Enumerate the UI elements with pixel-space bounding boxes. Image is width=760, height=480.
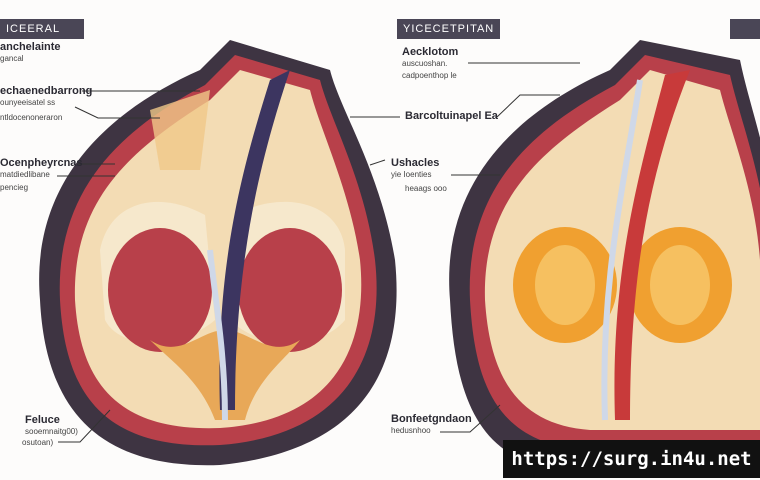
label-title: anchelainte [0, 41, 61, 53]
label-title: Ocenpheyrcnas [0, 157, 83, 169]
label-title: Barcoltuinapel Ea [405, 110, 498, 122]
right-label-5: heaags ooo [405, 183, 447, 194]
left-panel-tag: ICEERAL [0, 19, 84, 39]
label-sub: hedusnhoo [391, 426, 431, 435]
right-organ-diagram [449, 40, 760, 470]
label-sub: ntldocenoneraron [0, 113, 63, 122]
label-sub: ounyeeisatel ss [0, 98, 56, 107]
corner-tag [730, 19, 760, 39]
label-sub: sooemnaitg00) [25, 427, 78, 436]
label-sub: pencieg [0, 183, 29, 192]
label-sub: heaags ooo [405, 184, 447, 193]
right-label-2: cadpoenthop le [402, 70, 457, 81]
label-title: Aecklotom [402, 46, 459, 58]
label-title: Bonfeetgndaon [391, 413, 472, 425]
label-title: echaenedbarrong [0, 85, 93, 97]
label-sub: osutoan) [22, 438, 54, 447]
left-label-3: ntldocenoneraron [0, 112, 62, 123]
left-label-5: pencieg [0, 182, 28, 193]
label-title: Feluce [25, 414, 60, 426]
watermark: https://surg.in4u.net [503, 440, 760, 478]
label-sub: yie Ioenties [391, 170, 432, 179]
label-sub: auscuoshan. [402, 59, 448, 68]
right-label-3: Barcoltuinapel Ea [405, 111, 498, 122]
label-sub: matdiedlibane [0, 170, 50, 179]
label-title: Ushacles [391, 157, 440, 169]
label-sub: gancal [0, 54, 24, 63]
left-organ-diagram [39, 40, 397, 466]
label-sub: cadpoenthop le [402, 71, 457, 80]
left-label-7: osutoan) [22, 437, 53, 448]
right-panel-tag: YICECETPITAN [397, 19, 501, 39]
leader-lines [57, 62, 580, 443]
